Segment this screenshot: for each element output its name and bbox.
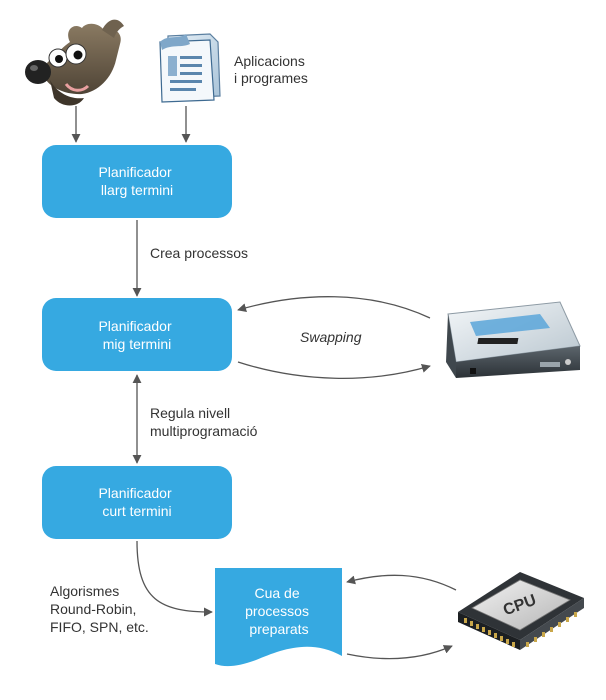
gimp-mascot-icon	[25, 19, 124, 106]
application-document-icon	[159, 33, 221, 103]
ready-queue-line1: Cua de	[254, 585, 299, 601]
cpu-to-queue-arrow	[346, 574, 457, 591]
swap-out-arrow	[237, 361, 431, 379]
swap-in-arrow	[237, 296, 431, 319]
apps-label: Aplicacions i programes	[234, 53, 309, 86]
short-term-line2: curt termini	[102, 503, 171, 519]
swapping-label: Swapping	[300, 329, 362, 345]
short-term-line1: Planificador	[98, 485, 171, 501]
regulates-label-line1: Regula nivell	[150, 405, 230, 421]
mid-term-scheduler-box: Planificador mig termini	[42, 298, 232, 371]
mid-term-line2: mig termini	[103, 336, 171, 352]
regulates-label-line2: multiprogramació	[150, 423, 258, 439]
short-term-scheduler-box: Planificador curt termini	[42, 466, 232, 539]
ready-queue-box: Cua de processos preparats	[215, 568, 342, 667]
hard-drive-icon	[446, 301, 581, 378]
long-term-line2: llarg termini	[101, 182, 173, 198]
apps-label-line2: i programes	[234, 70, 308, 86]
algorithms-label-line1: Algorismes	[50, 583, 119, 599]
short-term-to-queue-arrow	[136, 540, 213, 617]
svg-text:Planificador curt termin: Planificador curt termini	[98, 485, 175, 519]
queue-to-cpu-arrow	[346, 645, 453, 660]
algorithms-label-line2: Round-Robin,	[50, 601, 136, 617]
long-term-scheduler-box: Planificador llarg termini	[42, 145, 232, 218]
regulates-label: Regula nivell multiprogramació	[150, 405, 258, 439]
apps-label-line1: Aplicacions	[234, 53, 305, 69]
algorithms-label: Algorismes Round-Robin, FIFO, SPN, etc.	[50, 583, 149, 635]
svg-text:Cua de processos p: Cua de processos preparats	[245, 585, 313, 637]
cpu-chip-icon: CPU	[458, 572, 584, 650]
ready-queue-line2: processos	[245, 603, 309, 619]
mid-term-line1: Planificador	[98, 318, 171, 334]
creates-processes-label: Crea processos	[150, 245, 248, 261]
svg-text:Planificador mig termini: Planificador mig termini	[98, 318, 175, 352]
ready-queue-line3: preparats	[249, 621, 308, 637]
algorithms-label-line3: FIFO, SPN, etc.	[50, 619, 149, 635]
svg-text:Planificador llarg termi: Planificador llarg termini	[98, 164, 175, 198]
long-term-line1: Planificador	[98, 164, 171, 180]
